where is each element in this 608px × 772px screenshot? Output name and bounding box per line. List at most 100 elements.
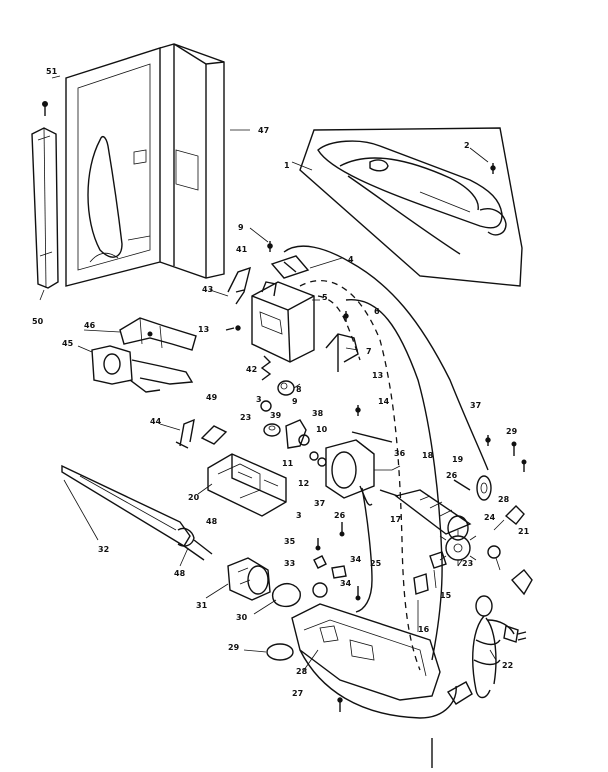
label-21: 21: [518, 527, 530, 536]
label-10: 10: [316, 425, 328, 434]
screw-27: [337, 697, 343, 712]
label-32: 32: [98, 545, 109, 554]
bracket-46: [119, 317, 197, 351]
part-26-screw: [453, 479, 471, 491]
connector-16: [413, 573, 429, 595]
label-2: 2: [464, 141, 470, 150]
dashed-route-a: [299, 280, 421, 671]
label-3-lower: 3: [296, 511, 302, 520]
part-33: [312, 582, 328, 598]
dashed-route-b: [317, 295, 361, 361]
screw-2: [490, 163, 496, 174]
label-29-right: 29: [506, 427, 518, 436]
screw-25: [355, 586, 361, 601]
label-34: 34: [350, 555, 362, 564]
knob-8: [277, 380, 295, 396]
connector-45: [91, 345, 194, 393]
label-16: 16: [418, 625, 430, 634]
label-18: 18: [422, 451, 434, 460]
label-27: 27: [292, 689, 303, 698]
label-37: 37: [314, 499, 325, 508]
gear-24: [439, 530, 477, 566]
label-51: 51: [46, 67, 58, 76]
screw-3-lower: [315, 538, 321, 551]
belt-29: [266, 643, 294, 661]
label-33: 33: [284, 559, 295, 568]
screw-51: [42, 101, 48, 116]
bumper-curve: [299, 649, 457, 719]
label-36: 36: [394, 449, 406, 458]
label-38: 38: [312, 409, 324, 418]
label-31: 31: [196, 601, 208, 610]
part-3-washer: [260, 400, 272, 412]
label-46: 46: [84, 321, 96, 330]
label-35: 35: [284, 537, 296, 546]
vacuum-body-inset: [299, 127, 523, 287]
motor-housing-20: [207, 453, 287, 517]
label-3: 3: [256, 395, 262, 404]
belt-30: [271, 582, 301, 608]
label-43: 43: [202, 285, 213, 294]
label-1: 1: [284, 161, 290, 170]
label-13-right: 13: [372, 371, 383, 380]
extension-tube: [31, 127, 59, 289]
screw-26-lower: [339, 522, 345, 537]
screw-13-right: [355, 405, 361, 416]
label-49: 49: [206, 393, 218, 402]
label-14: 14: [378, 397, 390, 406]
label-34-lower: 34: [340, 579, 352, 588]
spring-42: [260, 355, 272, 381]
label-24: 24: [484, 513, 496, 522]
label-4: 4: [348, 255, 354, 264]
leader-lines: [39, 75, 505, 671]
label-25: 25: [370, 559, 382, 568]
part-11-washer: [309, 451, 319, 461]
brush-roll-18: [379, 489, 472, 541]
label-23-left: 23: [240, 413, 251, 422]
label-30: 30: [236, 613, 248, 622]
label-42: 42: [246, 365, 257, 374]
label-11: 11: [282, 459, 294, 468]
part-39-bushing: [263, 423, 281, 437]
screw-13: [225, 325, 241, 331]
label-41: 41: [236, 245, 248, 254]
label-45: 45: [62, 339, 74, 348]
plate-49: [200, 425, 228, 445]
cord-wire-b: [345, 299, 443, 661]
label-44: 44: [150, 417, 162, 426]
label-26-right: 26: [446, 471, 458, 480]
screws-29: [511, 441, 527, 472]
axle-14: [351, 431, 393, 443]
screw-9: [267, 241, 273, 252]
label-17: 17: [390, 515, 401, 524]
label-8: 8: [296, 385, 302, 394]
part-37-screw-right: [485, 435, 491, 446]
connector-15: [429, 551, 447, 569]
handle-32: [61, 464, 213, 561]
label-7: 7: [366, 347, 372, 356]
label-12: 12: [298, 479, 309, 488]
label-9-top: 9: [238, 223, 244, 232]
part-12-washer: [317, 457, 327, 467]
part-35: [313, 555, 327, 569]
power-cord-22: [446, 595, 527, 705]
label-39: 39: [270, 411, 282, 420]
label-28: 28: [296, 667, 308, 676]
base-plate-28: [291, 603, 441, 701]
label-15: 15: [440, 591, 452, 600]
label-26-lower: 26: [334, 511, 346, 520]
label-37-right: 37: [470, 401, 481, 410]
label-23-right: 23: [462, 559, 473, 568]
part-19: [476, 475, 492, 501]
cord-wire-a: [283, 245, 489, 471]
label-28-right: 28: [498, 495, 510, 504]
label-22: 22: [502, 661, 513, 670]
switch-assembly-5: [251, 281, 315, 363]
label-48: 48: [174, 569, 186, 578]
washer-23-right: [487, 545, 501, 559]
clip-41: [227, 266, 251, 305]
screw-6: [343, 311, 349, 322]
label-20: 20: [188, 493, 200, 502]
part-34: [331, 565, 347, 579]
